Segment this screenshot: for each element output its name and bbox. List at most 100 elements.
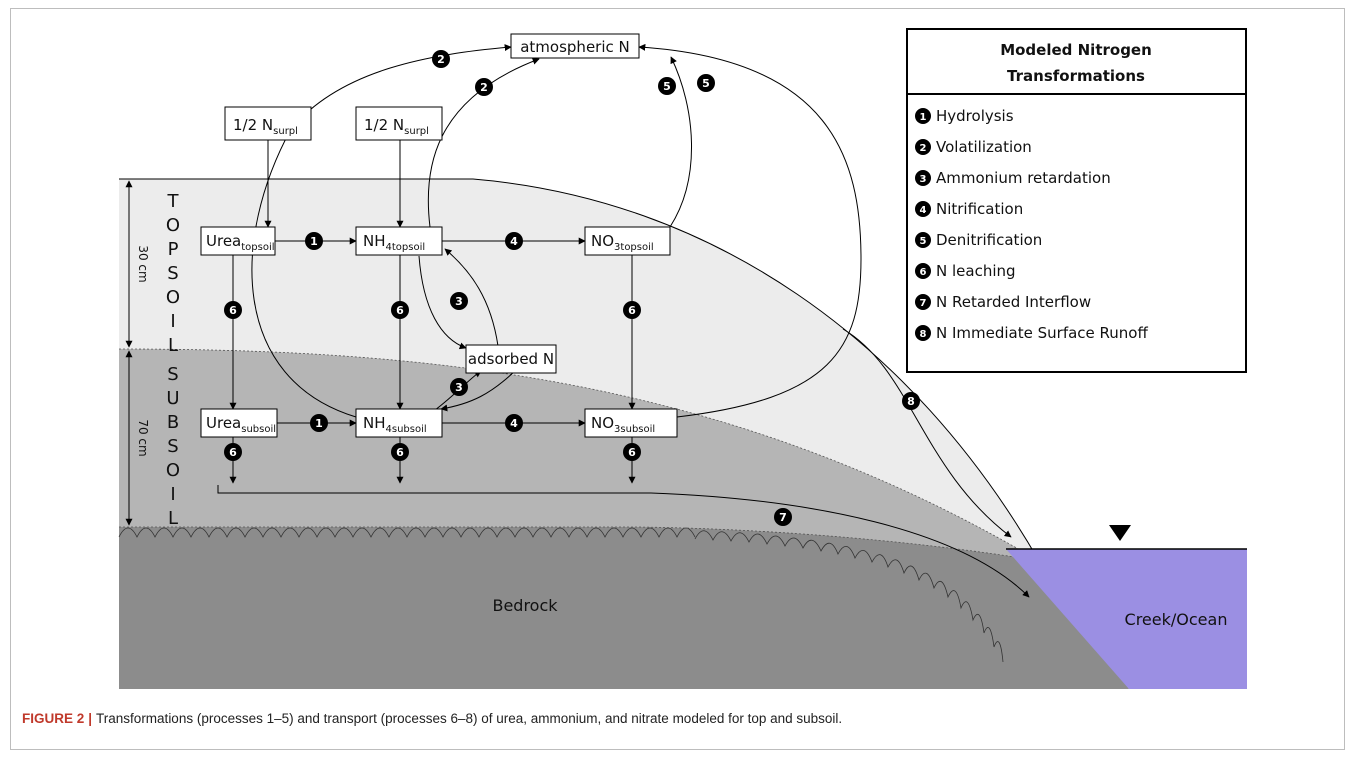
legend-item: 5 Denitrification: [915, 231, 1042, 249]
legend-badge-icon: [915, 201, 931, 217]
legend-badge-icon: [915, 108, 931, 124]
svg-text:Ureatopsoil: Ureatopsoil: [206, 232, 275, 253]
topsoil-letter: P: [168, 239, 179, 260]
badge-surface-runoff: 8: [902, 392, 920, 410]
legend-item-label: Volatilization: [936, 138, 1032, 156]
subsoil-letter: O: [166, 460, 180, 481]
badge-nitrification-top: 4: [505, 232, 523, 250]
svg-text:atmospheric N: atmospheric N: [520, 38, 630, 56]
badge-interflow: 7: [774, 508, 792, 526]
nh4-subsoil-box: NH4subsoil: [355, 408, 443, 438]
badge-denitrification-left: 5: [658, 77, 676, 95]
svg-text:6: 6: [628, 304, 636, 317]
svg-text:1: 1: [310, 235, 318, 248]
topsoil-letter: L: [168, 335, 178, 356]
nh4-topsoil-box: NH4topsoil: [355, 226, 443, 256]
legend-badge-icon: [915, 139, 931, 155]
legend-title-line2: Transformations: [1007, 67, 1145, 85]
legend-badge-number: 5: [920, 236, 927, 247]
svg-text:4: 4: [510, 417, 518, 430]
subsoil-letter: S: [167, 364, 178, 385]
bedrock-scallops-slope: [694, 530, 1004, 663]
svg-text:6: 6: [628, 446, 636, 459]
topsoil-letter: O: [166, 287, 180, 308]
urea-topsoil-box: Ureatopsoil: [200, 226, 276, 256]
topsoil-surface-line: [119, 178, 1040, 562]
svg-text:6: 6: [396, 304, 404, 317]
figure-caption-text: Transformations (processes 1–5) and tran…: [96, 711, 843, 726]
svg-text:NO3topsoil: NO3topsoil: [591, 232, 654, 253]
legend-badge-number: 6: [920, 267, 927, 278]
svg-text:2: 2: [437, 53, 445, 66]
svg-text:6: 6: [229, 446, 237, 459]
legend-badge-number: 7: [920, 298, 927, 309]
svg-text:2: 2: [480, 81, 488, 94]
flow-arrows: [217, 43, 1030, 598]
topsoil-letter: O: [166, 215, 180, 236]
svg-text:NH4subsoil: NH4subsoil: [363, 414, 427, 435]
badge-denitrification-right: 5: [697, 74, 715, 92]
topsoil-letter: T: [167, 191, 180, 212]
svg-text:6: 6: [396, 446, 404, 459]
svg-text:8: 8: [907, 395, 915, 408]
legend-box: Modeled Nitrogen Transformations: [906, 28, 1247, 373]
subsoil-letter: U: [166, 388, 179, 409]
bedrock-layer: [119, 527, 1129, 689]
badge-leaching-no3-top: 6: [623, 301, 641, 319]
legend-item-label: N leaching: [936, 262, 1016, 280]
legend-item-label: N Retarded Interflow: [936, 293, 1091, 311]
caption-separator: |: [88, 711, 93, 726]
svg-text:5: 5: [702, 77, 710, 90]
svg-text:adsorbed N: adsorbed N: [468, 350, 554, 368]
svg-text:NO3subsoil: NO3subsoil: [591, 414, 655, 435]
nitrogen-diagram: Creek/Ocean Bedrock 30 cm 70 cm TOPSOIL …: [118, 28, 1247, 689]
bedrock-label: Bedrock: [492, 596, 558, 615]
svg-text:1: 1: [315, 417, 323, 430]
badge-leaching-nh4-top: 6: [391, 301, 409, 319]
surplus-n-box-left: 1/2 Nsurpl: [224, 106, 312, 141]
subsoil-letter: B: [167, 412, 179, 433]
legend-badge-icon: [915, 294, 931, 310]
legend-badge-icon: [915, 263, 931, 279]
topsoil-letter: S: [167, 263, 178, 284]
svg-text:1/2 Nsurpl: 1/2 Nsurpl: [364, 116, 429, 137]
adsorbed-n-box: adsorbed N: [465, 344, 557, 374]
legend-badge-number: 3: [920, 174, 927, 185]
no3-subsoil-box: NO3subsoil: [584, 408, 678, 438]
legend-item: 7 N Retarded Interflow: [915, 293, 1091, 311]
legend-item-label: Denitrification: [936, 231, 1042, 249]
legend-item: 2 Volatilization: [915, 138, 1032, 156]
svg-text:3: 3: [455, 381, 463, 394]
figure-label: FIGURE 2: [22, 711, 85, 726]
badge-volatilization-left: 2: [432, 50, 450, 68]
legend-badge-icon: [915, 170, 931, 186]
svg-text:4: 4: [510, 235, 518, 248]
creek-ocean-area: [1006, 549, 1247, 689]
legend-badge-number: 2: [920, 143, 927, 154]
legend-item: 8 N Immediate Surface Runoff: [915, 324, 1148, 342]
legend-item-label: N Immediate Surface Runoff: [936, 324, 1148, 342]
legend-badge-icon: [915, 232, 931, 248]
figure-caption: FIGURE 2|Transformations (processes 1–5)…: [22, 711, 842, 726]
subsoil-letter: L: [168, 508, 178, 529]
badge-leaching-no3-sub: 6: [623, 443, 641, 461]
svg-text:Ureasubsoil: Ureasubsoil: [206, 414, 276, 435]
svg-text:7: 7: [779, 511, 787, 524]
legend-badge-number: 4: [920, 205, 927, 216]
urea-subsoil-box: Ureasubsoil: [200, 408, 278, 438]
badge-leaching-urea-top: 6: [224, 301, 242, 319]
badge-leaching-urea-sub: 6: [224, 443, 242, 461]
topsoil-letter: I: [170, 311, 175, 332]
badge-retardation-sub: 3: [450, 378, 468, 396]
svg-text:5: 5: [663, 80, 671, 93]
legend-badge-number: 8: [920, 329, 927, 340]
atmospheric-n-box: atmospheric N: [510, 33, 640, 59]
badge-leaching-nh4-sub: 6: [391, 443, 409, 461]
no3-topsoil-box: NO3topsoil: [584, 226, 671, 256]
